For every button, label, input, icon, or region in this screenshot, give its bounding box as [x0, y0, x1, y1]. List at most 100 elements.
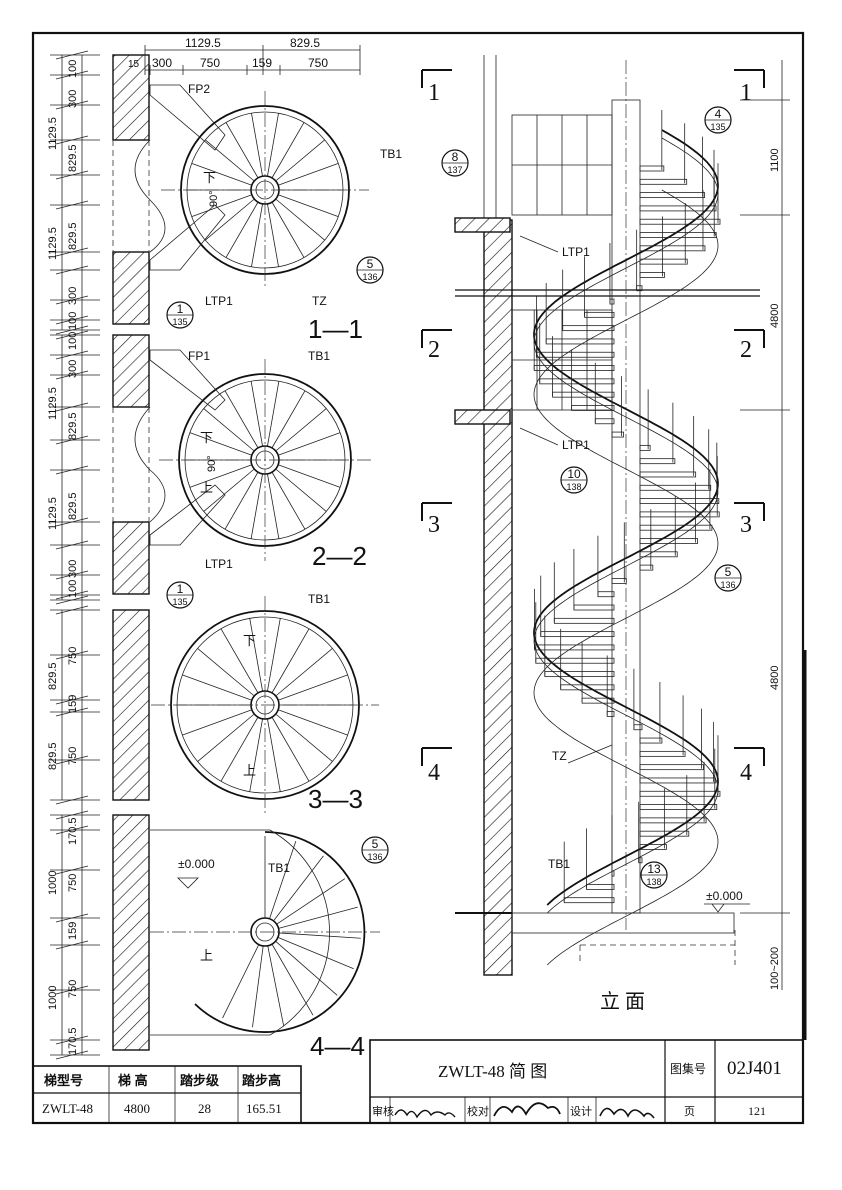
plan-views: 1129.5 829.5 300 750 159 750 15 100 300 … [47, 36, 402, 1061]
plan-left-dim-labels: 100 300 1129.5 829.5 1129.5 829.5 300 10… [47, 60, 79, 1055]
elev-callout-10-138-den: 138 [566, 482, 581, 492]
dim-l2-0: 100 [67, 332, 79, 350]
cut-mark-1-right: 1 [740, 80, 752, 106]
detail-callout-5-136-a-num: 5 [367, 257, 374, 271]
dim-l2-4: 1129.5 [47, 497, 59, 530]
plan-wall-3 [112, 334, 150, 408]
plan-landing-wedges [134, 84, 330, 1036]
tag-tz: TZ [312, 294, 327, 308]
label-down-1: 下 [203, 170, 216, 185]
spec-header-model: 梯型号 [44, 1073, 83, 1088]
plan-top-dimensions: 1129.5 829.5 300 750 159 750 15 [128, 36, 361, 75]
page-number: 121 [748, 1104, 766, 1118]
elevation-view: 1 1 2 2 3 3 4 4 1100 4800 4800 100 [421, 55, 790, 1013]
tag-ltp1-a: LTP1 [205, 294, 233, 308]
spec-cell-steps: 28 [198, 1101, 211, 1116]
dim-l1-7: 100 [67, 312, 79, 330]
dim-small-15: 15 [128, 59, 140, 70]
section-label-3: 3—3 [308, 784, 363, 814]
dim-l4-0: 170.5 [67, 817, 79, 845]
dim-l1-1: 300 [67, 90, 79, 108]
tag-tb1-d: TB1 [268, 861, 290, 875]
signature-review [394, 1109, 456, 1119]
cut-mark-3-right: 3 [740, 512, 752, 538]
elev-tag-ltp1-a: LTP1 [562, 245, 590, 259]
label-up-3: 上 [243, 763, 256, 778]
helix-treads [533, 110, 721, 904]
window-frames [511, 114, 613, 411]
floor-slab-1 [454, 217, 511, 233]
label-down-2: 下 [200, 430, 213, 445]
dim-sub-2: 750 [200, 56, 220, 70]
plan-circle-1 [161, 91, 369, 289]
tag-ltp1-b: LTP1 [205, 557, 233, 571]
dim-sub-3: 159 [252, 56, 272, 70]
elev-tag-tb1: TB1 [548, 857, 570, 871]
dim-l2-3: 829.5 [67, 412, 79, 440]
elev-level: ±0.000 [706, 889, 743, 903]
dim-l3-2: 159 [67, 695, 79, 713]
cut-mark-3-left: 3 [428, 512, 440, 538]
cut-mark-4-left: 4 [428, 760, 440, 786]
elev-callout-13-138-num: 13 [647, 862, 661, 876]
label-down-3: 下 [243, 633, 256, 648]
dim-l1-0: 100 [67, 60, 79, 78]
drawing-title: ZWLT-48 简 图 [438, 1062, 547, 1081]
cut-mark-2-left: 2 [428, 337, 440, 363]
dim-r-4800b: 4800 [769, 666, 781, 690]
cut-mark-2-right: 2 [740, 337, 752, 363]
tag-fp2: FP2 [188, 82, 210, 96]
dim-l4-6: 170.5 [67, 1027, 79, 1055]
dim-l4-4: 1000 [47, 986, 59, 1010]
dim-l1-4: 1129.5 [47, 227, 59, 260]
plan-left-dimensions [50, 50, 100, 1060]
dim-r-1100: 1100 [769, 148, 781, 172]
label-up-2: 上 [200, 480, 213, 495]
dim-l2-1: 300 [67, 360, 79, 378]
dim-r-4800a: 4800 [769, 304, 781, 328]
design-label: 设计 [570, 1105, 592, 1118]
elev-tag-tz: TZ [552, 749, 567, 763]
spec-header-steps: 踏步级 [180, 1073, 220, 1088]
plan-level: ±0.000 [178, 857, 215, 871]
elev-tag-ltp1-b: LTP1 [562, 438, 590, 452]
dim-l3-3: 829.5 [47, 742, 59, 770]
spec-cell-model: ZWLT-48 [42, 1101, 93, 1116]
spec-table: 梯型号 梯 高 踏步级 踏步高 ZWLT-48 4800 28 165.51 [32, 1065, 302, 1124]
label-angle-2: 90° [206, 455, 218, 472]
dim-l3-4: 750 [67, 747, 79, 765]
label-angle-1: 90° [208, 190, 220, 207]
plan-wall-1 [112, 54, 150, 141]
dim-l1-2: 1129.5 [47, 117, 59, 150]
label-up-4: 上 [200, 948, 213, 963]
dim-r-100-200: 100~200 [769, 947, 781, 990]
elevation-right-dimensions: 1100 4800 4800 100~200 [740, 60, 790, 990]
dim-l3-0: 829.5 [47, 662, 59, 690]
dim-l4-2: 750 [67, 874, 79, 892]
detail-callout-1-135-b-num: 1 [177, 582, 184, 596]
elev-callout-5-136-den: 136 [720, 580, 735, 590]
check-label: 校对 [467, 1104, 489, 1118]
detail-callout-1-135-b-den: 135 [172, 597, 187, 607]
review-label: 审核 [372, 1104, 394, 1118]
elev-callout-4-135-den: 135 [710, 122, 725, 132]
detail-callout-1-135-a-num: 1 [177, 302, 184, 316]
tag-fp1: FP1 [188, 349, 210, 363]
signature-design [599, 1107, 655, 1119]
detail-callout-1-135-a-den: 135 [172, 317, 187, 327]
spec-header-height: 梯 高 [118, 1073, 148, 1088]
elevation-title: 立 面 [600, 990, 645, 1013]
dim-l2-7: 100 [67, 580, 79, 598]
elev-callout-8-137-num: 8 [452, 150, 459, 164]
dim-sub-1: 300 [152, 56, 172, 70]
dim-l2-2: 1129.5 [47, 387, 59, 420]
plan-section-labels: 1—1 2—2 3—3 4—4 [308, 314, 367, 1061]
dim-top-2: 829.5 [290, 36, 320, 50]
dim-l1-6: 300 [67, 287, 79, 305]
dim-sub-4: 750 [308, 56, 328, 70]
